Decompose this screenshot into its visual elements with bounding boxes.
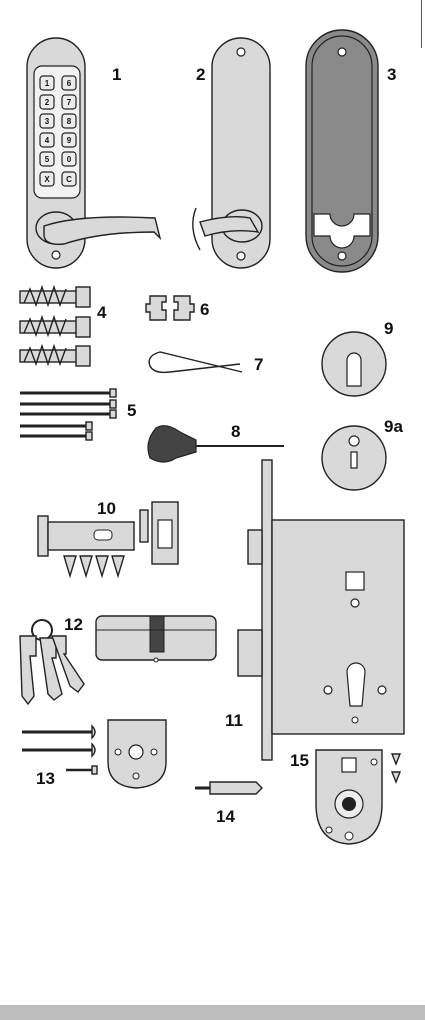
footer-bar <box>0 1005 425 1020</box>
part-spring-clip <box>149 352 242 372</box>
keypad-key: 8 <box>67 117 72 126</box>
part-cylinder <box>96 616 216 662</box>
part-number-label: 4 <box>97 303 107 322</box>
part-lock-case <box>238 460 404 760</box>
part-wall-plugs <box>20 287 90 366</box>
keypad-key: X <box>44 175 50 184</box>
part-cylinder-housing <box>316 750 400 844</box>
part-number-label: 13 <box>36 769 55 788</box>
keypad-key: 5 <box>45 155 50 164</box>
keypad-key: 3 <box>45 117 50 126</box>
keypad-key: 4 <box>45 136 50 145</box>
keypad-key: 2 <box>45 98 50 107</box>
part-number-label: 9a <box>384 417 403 436</box>
page-edge-marker <box>421 0 422 48</box>
part-number-label: 14 <box>216 807 235 826</box>
part-number-label: 9 <box>384 319 393 338</box>
part-number-label: 2 <box>196 65 205 84</box>
part-number-label: 1 <box>112 65 121 84</box>
part-key-escutcheon <box>322 426 386 490</box>
part-cylinder-escutcheon <box>322 332 386 396</box>
part-spindle-pin <box>195 782 262 794</box>
part-t-key <box>148 426 284 462</box>
part-number-label: 12 <box>64 615 83 634</box>
part-number-label: 6 <box>200 300 209 319</box>
part-connectors <box>146 296 194 320</box>
keypad-key: 0 <box>67 155 72 164</box>
keypad-key: 1 <box>45 79 50 88</box>
part-number-label: 11 <box>225 711 243 730</box>
part-bolts <box>20 389 116 440</box>
part-number-label: 5 <box>127 401 136 420</box>
keypad-key: C <box>66 175 72 184</box>
part-number-label: 7 <box>254 355 263 374</box>
keypad-key: 9 <box>67 136 72 145</box>
part-mounting-plate <box>306 30 378 272</box>
part-number-label: 10 <box>97 499 116 518</box>
keypad-key: 6 <box>67 79 72 88</box>
part-keypad-handle: 1 6 2 7 3 8 4 9 5 0 X C <box>27 38 160 268</box>
part-number-label: 3 <box>387 65 396 84</box>
part-number-label: 8 <box>231 422 240 441</box>
keypad-key: 7 <box>67 98 72 107</box>
part-number-label: 15 <box>290 751 309 770</box>
